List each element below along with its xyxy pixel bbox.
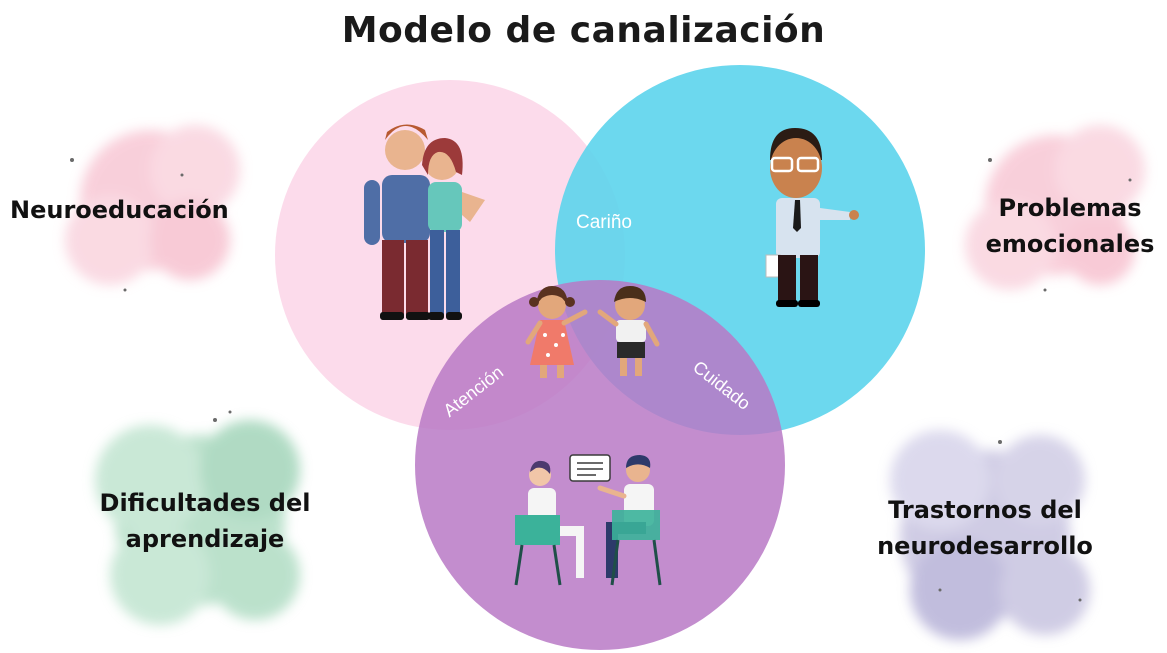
watercolor-blob-pink-right <box>965 125 1145 290</box>
diagram-title: Modelo de canalización <box>341 10 826 51</box>
label-trastornos-neurodesarrollo: Trastornos del neurodesarrollo <box>860 492 1110 564</box>
label-problemas-emocionales: Problemas emocionales <box>985 190 1155 262</box>
label-dificultades-aprendizaje: Dificultades del aprendizaje <box>90 485 320 557</box>
label-trastornos-line-1: Trastornos del <box>888 496 1082 524</box>
watercolor-blob-green <box>95 420 300 625</box>
label-dificultades-line-2: aprendizaje <box>125 525 285 553</box>
label-problemas-line-1: Problemas <box>998 194 1142 222</box>
teacher-illustration <box>765 128 859 307</box>
children-illustration <box>525 286 660 378</box>
label-neuroeducacion: Neuroeducación <box>10 192 229 228</box>
ink-speckles <box>70 158 1132 602</box>
label-trastornos-line-2: neurodesarrollo <box>877 532 1093 560</box>
overlap-label-carino: Cariño <box>576 212 632 233</box>
label-dificultades-line-1: Dificultades del <box>99 489 311 517</box>
consultation-illustration <box>514 454 662 586</box>
family-illustration <box>364 124 485 320</box>
watercolor-blob-pink-left <box>65 125 240 285</box>
watercolor-blob-lavender <box>890 430 1090 640</box>
label-problemas-line-2: emocionales <box>985 230 1155 258</box>
label-neuroeducacion-line-1: Neuroeducación <box>10 196 229 224</box>
